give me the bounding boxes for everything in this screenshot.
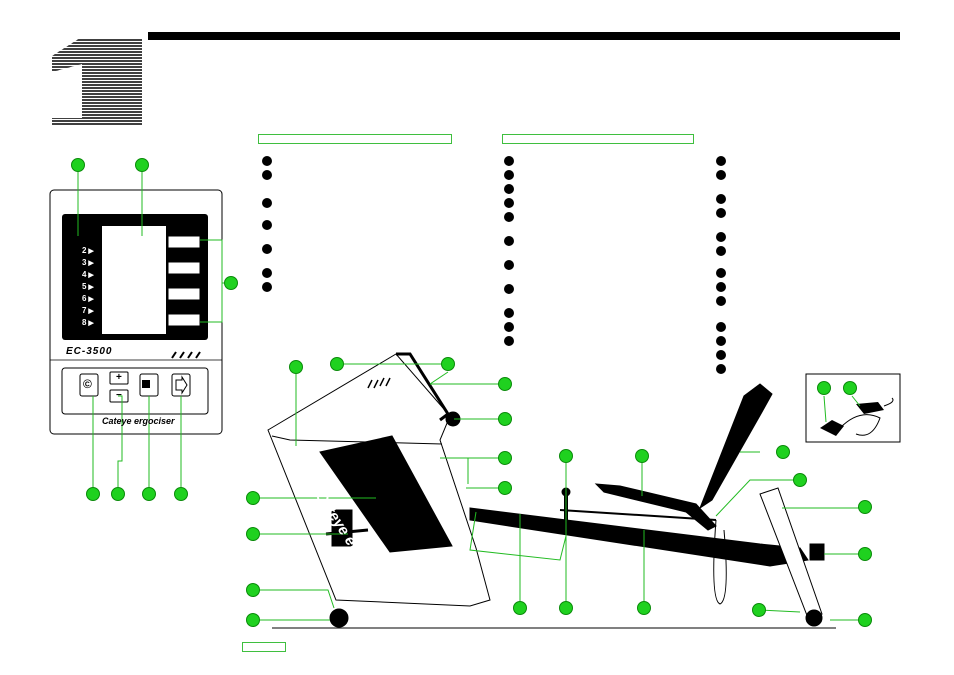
list-item xyxy=(504,236,514,246)
callout-marker xyxy=(843,381,857,395)
list-item xyxy=(504,336,514,346)
list-item xyxy=(504,212,514,222)
list-item xyxy=(262,198,272,208)
callout-marker xyxy=(498,412,512,426)
list-item xyxy=(716,208,726,218)
callout-marker xyxy=(559,449,573,463)
callout-marker xyxy=(498,377,512,391)
program-key-6[interactable]: 6 xyxy=(82,294,94,305)
callout-marker xyxy=(498,451,512,465)
console-c-icon[interactable]: © xyxy=(83,377,92,391)
list-item xyxy=(716,364,726,374)
list-item xyxy=(716,350,726,360)
callout-marker xyxy=(637,601,651,615)
callout-marker xyxy=(559,601,573,615)
list-item xyxy=(504,184,514,194)
list-item xyxy=(716,296,726,306)
leader-lines xyxy=(77,172,864,621)
chapter-numeral-graphic xyxy=(52,38,142,126)
list-item xyxy=(504,198,514,208)
list-item xyxy=(716,194,726,204)
program-key-2[interactable]: 2 xyxy=(82,246,94,257)
callout-marker xyxy=(817,381,831,395)
list-item xyxy=(504,170,514,180)
callout-marker xyxy=(246,527,260,541)
callout-marker xyxy=(858,500,872,514)
list-item xyxy=(716,282,726,292)
list-item xyxy=(262,268,272,278)
console-model-label: EC-3500 xyxy=(66,346,113,357)
callout-marker xyxy=(142,487,156,501)
program-key-3[interactable]: 3 xyxy=(82,258,94,269)
bike-drawing xyxy=(267,352,836,629)
console-drawing xyxy=(49,189,223,435)
callout-marker xyxy=(111,487,125,501)
section-header-box-right xyxy=(502,134,694,144)
list-item xyxy=(262,220,272,230)
program-key-4[interactable]: 4 xyxy=(82,270,94,281)
program-key-8[interactable]: 8 xyxy=(82,318,94,329)
footer-box xyxy=(242,642,286,652)
callout-marker xyxy=(71,158,85,172)
callout-marker xyxy=(86,487,100,501)
list-item xyxy=(716,156,726,166)
list-item xyxy=(262,170,272,180)
list-item xyxy=(504,322,514,332)
minus-key-label[interactable]: − xyxy=(116,390,122,401)
list-item xyxy=(716,322,726,332)
callout-marker xyxy=(441,357,455,371)
callout-marker xyxy=(752,603,766,617)
program-key-1[interactable]: 1 xyxy=(82,234,94,245)
callout-marker xyxy=(635,449,649,463)
list-item xyxy=(716,268,726,278)
callout-marker xyxy=(858,613,872,627)
list-item xyxy=(504,260,514,270)
callout-marker xyxy=(498,481,512,495)
callout-marker xyxy=(289,360,303,374)
console-brand-label: Cateye ergociser xyxy=(102,416,175,426)
callout-marker xyxy=(513,601,527,615)
callout-marker xyxy=(246,583,260,597)
list-item xyxy=(716,246,726,256)
list-item xyxy=(262,156,272,166)
callout-marker xyxy=(246,613,260,627)
section-header-box-left xyxy=(258,134,452,144)
plus-key-label[interactable]: + xyxy=(116,372,122,383)
callout-marker xyxy=(174,487,188,501)
program-key-7[interactable]: 7 xyxy=(82,306,94,317)
list-item xyxy=(716,232,726,242)
list-item xyxy=(262,282,272,292)
title-bar xyxy=(148,32,900,40)
callout-marker xyxy=(330,357,344,371)
list-item xyxy=(504,156,514,166)
callout-marker xyxy=(776,445,790,459)
callout-marker xyxy=(135,158,149,172)
callout-marker xyxy=(246,491,260,505)
list-item xyxy=(504,284,514,294)
list-item xyxy=(262,244,272,254)
callout-marker xyxy=(224,276,238,290)
program-key-5[interactable]: 5 xyxy=(82,282,94,293)
callout-marker xyxy=(858,547,872,561)
list-item xyxy=(504,308,514,318)
list-item xyxy=(716,170,726,180)
list-item xyxy=(716,336,726,346)
callout-marker xyxy=(793,473,807,487)
